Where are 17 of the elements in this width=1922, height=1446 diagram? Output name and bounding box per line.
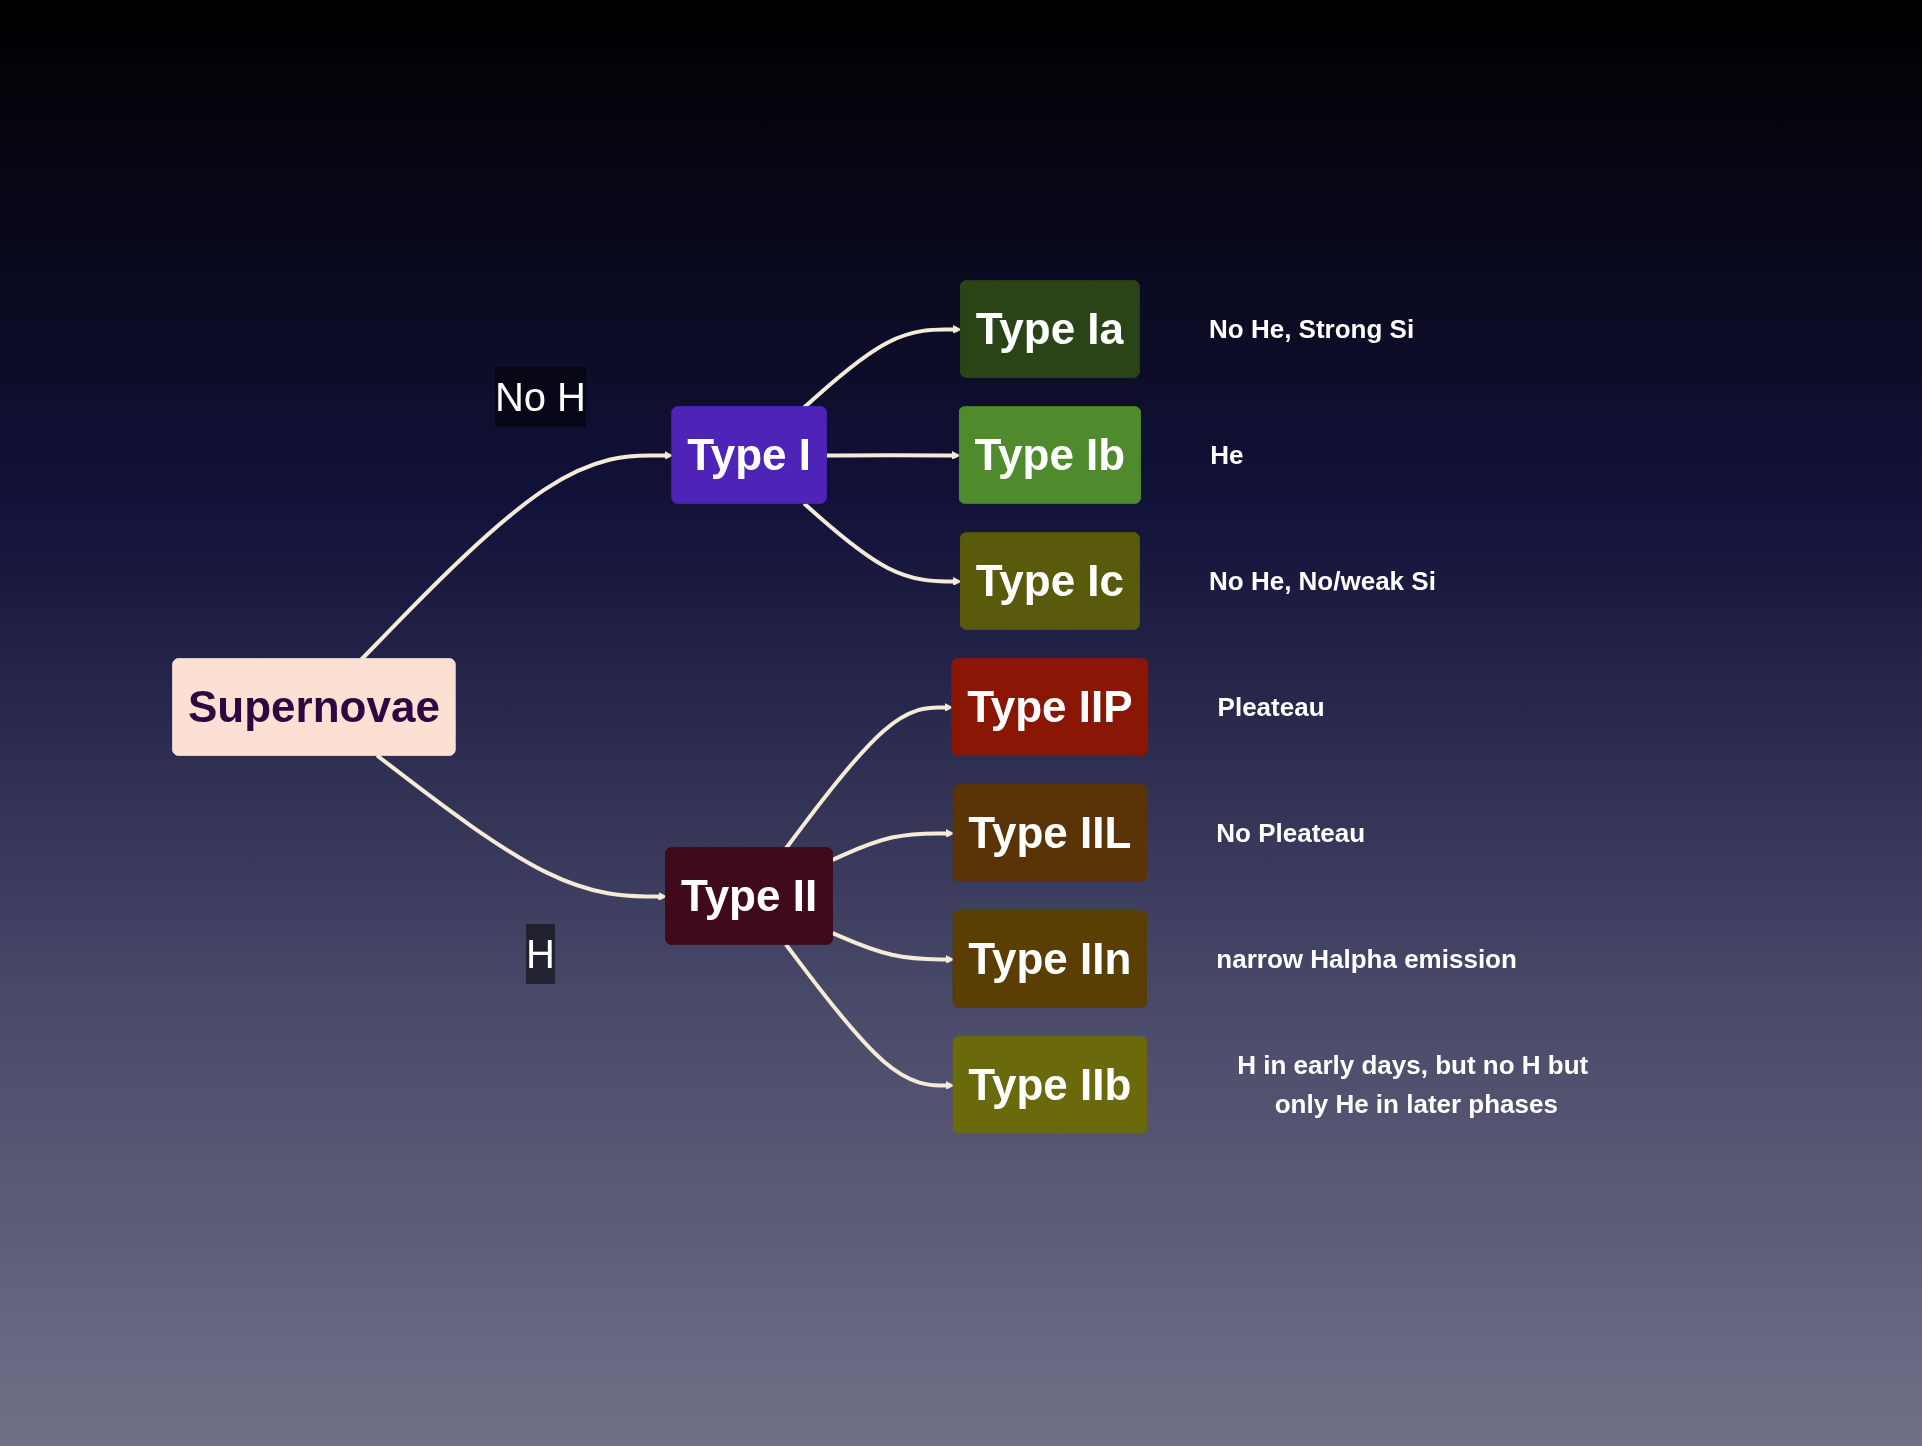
node-label: He (1209, 439, 1244, 470)
node-label: No He, No/weak Si (1208, 565, 1436, 596)
arrow (802, 325, 962, 409)
node-label: Pleateau (1217, 691, 1325, 722)
arrow (831, 829, 954, 862)
arrow (802, 502, 962, 586)
arrow (784, 943, 954, 1090)
arrow (826, 451, 961, 460)
arrow (831, 931, 954, 964)
node-label: narrow Halpha emission (1216, 943, 1517, 974)
edge-label: No H (494, 375, 586, 419)
node-label: H in early days, but no H but only He in later phases (1236, 1050, 1588, 1119)
node-label: No Pleateau (1216, 817, 1365, 848)
edge-label: H (525, 932, 555, 976)
arrow (359, 451, 673, 661)
arrow (784, 703, 953, 850)
node-label: No He, Strong Si (1208, 313, 1414, 344)
